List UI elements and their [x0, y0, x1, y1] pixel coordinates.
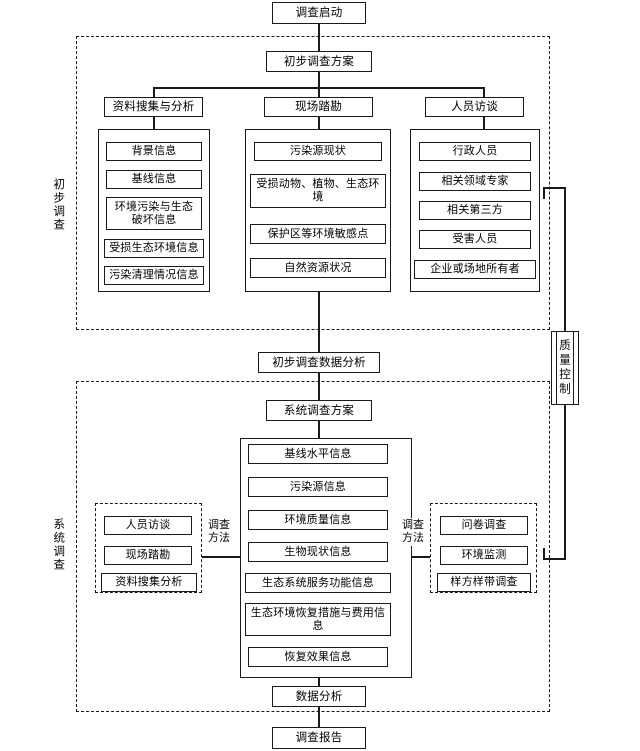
connector-b3-to-group	[483, 117, 485, 129]
method-questionnaire-survey: 问卷调查	[440, 516, 528, 535]
qc-bottom-vertical-from-box	[564, 405, 566, 560]
qc-top-horizontal	[543, 187, 565, 189]
left-method-label: 调查方法	[202, 518, 236, 546]
qc-bottom-vertical-left	[543, 548, 545, 559]
qc-bottom-horizontal	[543, 558, 565, 560]
quality-control-text-wrap: 质量控制	[558, 339, 572, 397]
item-pollution-eco-damage-info: 环境污染与生态破坏信息	[106, 197, 202, 230]
branch2-group-box	[245, 129, 391, 292]
item-victims: 受害人员	[419, 230, 531, 249]
item-pollution-source-status: 污染源现状	[254, 142, 382, 161]
item-enterprise-or-site-owner: 企业或场地所有者	[414, 260, 536, 279]
method-quadrat-transect-survey: 样方样带调查	[437, 573, 531, 592]
phase1-container	[76, 36, 550, 330]
connector-plan-down	[318, 72, 320, 88]
node-survey-start: 调查启动	[272, 2, 366, 24]
item-domain-experts: 相关领域专家	[419, 172, 531, 191]
connector-branch2-drop	[318, 87, 320, 98]
connector-start-to-plan	[318, 24, 320, 52]
node-preliminary-plan: 初步调查方案	[266, 51, 372, 72]
item-protected-sensitive-points: 保护区等环境敏感点	[250, 224, 386, 244]
connector-center-group-to-data-analysis	[318, 678, 320, 692]
phase2-container	[76, 381, 550, 712]
item-eco-restoration-cost-info: 生态环境恢复措施与费用信息	[245, 603, 391, 636]
connector-phase1-spine	[318, 292, 320, 354]
item-baseline-info: 基线信息	[106, 170, 202, 189]
phase2-label: 系统调查	[52, 518, 67, 572]
phase2-center-group-box	[240, 438, 412, 678]
connector-branch3-drop	[483, 87, 485, 98]
method-environmental-monitoring: 环境监测	[440, 546, 528, 565]
connector-b1-to-group	[153, 117, 155, 129]
node-quality-control: 质量控制	[551, 331, 579, 405]
item-env-quality-info: 环境质量信息	[248, 510, 388, 530]
method-document-collection-analysis: 资料搜集分析	[101, 573, 197, 592]
item-related-third-party: 相关第三方	[419, 201, 531, 220]
method-personnel-interview: 人员访谈	[104, 516, 192, 535]
node-data-analysis: 数据分析	[272, 686, 366, 707]
left-methods-container	[95, 503, 202, 593]
right-methods-container	[430, 503, 537, 593]
item-ecosystem-service-info: 生态系统服务功能信息	[245, 573, 391, 593]
item-damaged-animals-plants-eco: 受损动物、植物、生态环境	[250, 174, 386, 208]
branch-header-personnel-interview: 人员访谈	[425, 97, 524, 117]
qc-top-vertical-to-box	[564, 187, 566, 331]
connector-analysis-to-phase2	[318, 373, 320, 404]
node-preliminary-data-analysis: 初步调查数据分析	[258, 352, 380, 373]
item-background-info: 背景信息	[106, 142, 202, 161]
qc-top-vertical-left	[543, 187, 545, 199]
item-damaged-eco-env-info: 受损生态环境信息	[104, 239, 204, 258]
branch-header-site-reconnaissance: 现场踏勘	[264, 97, 373, 117]
item-natural-resource-status: 自然资源状况	[250, 258, 386, 278]
branch-header-document-collection: 资料搜集与分析	[104, 97, 203, 117]
branch1-group-box	[98, 129, 210, 292]
item-biological-status-info: 生物现状信息	[248, 542, 388, 562]
connector-right-methods-to-center	[412, 556, 430, 558]
phase1-label: 初步调查	[52, 178, 67, 232]
connector-b2-to-group	[318, 117, 320, 129]
connector-data-analysis-to-report	[318, 707, 320, 729]
item-administrative-staff: 行政人员	[419, 142, 531, 161]
connector-plan2-down	[318, 421, 320, 438]
branch3-group-box	[410, 129, 540, 292]
connector-left-methods-to-center	[202, 556, 240, 558]
node-survey-report: 调查报告	[272, 727, 366, 749]
node-system-survey-plan: 系统调查方案	[266, 400, 372, 421]
right-method-label: 调查方法	[396, 518, 430, 546]
item-baseline-level-info: 基线水平信息	[248, 444, 388, 464]
item-restoration-effect-info: 恢复效果信息	[248, 647, 388, 667]
item-pollution-cleanup-info: 污染清理情况信息	[104, 266, 204, 285]
item-pollution-source-info: 污染源信息	[248, 477, 388, 497]
method-site-reconnaissance: 现场踏勘	[104, 546, 192, 565]
connector-branch1-drop	[153, 87, 155, 98]
